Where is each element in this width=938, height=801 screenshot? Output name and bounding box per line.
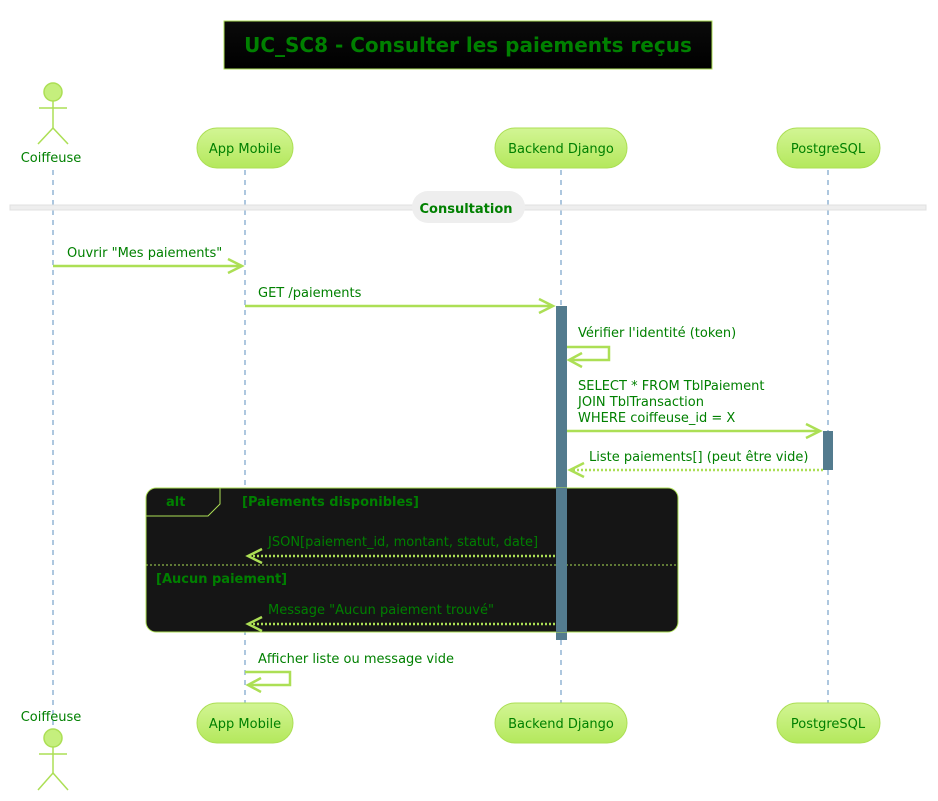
activation-db <box>823 431 833 470</box>
activation-backend-overlay <box>556 488 567 632</box>
divider-consultation: Consultation <box>9 191 927 223</box>
svg-text:Message "Aucun paiement trouvé: Message "Aucun paiement trouvé" <box>268 603 494 618</box>
svg-text:App Mobile: App Mobile <box>209 717 281 732</box>
participant-db-bottom: PostgreSQL <box>776 702 881 744</box>
svg-text:SELECT * FROM TblPaiement: SELECT * FROM TblPaiement <box>578 379 764 394</box>
message-liste-paiements: Liste paiements[] (peut être vide) <box>567 450 823 479</box>
svg-text:App Mobile: App Mobile <box>209 142 281 157</box>
title-text: UC_SC8 - Consulter les paiements reçus <box>244 33 692 57</box>
participant-coiffeuse-top: Coiffeuse <box>21 151 82 166</box>
participant-app-top: App Mobile <box>196 127 294 169</box>
svg-text:Liste paiements[] (peut être v: Liste paiements[] (peut être vide) <box>589 450 808 465</box>
diagram-title: UC_SC8 - Consulter les paiements reçus <box>223 20 713 70</box>
svg-text:Backend Django: Backend Django <box>508 717 614 732</box>
actor-head-icon-bottom <box>43 728 63 748</box>
alt-guard-1: [Paiements disponibles] <box>242 495 419 510</box>
svg-text:GET /paiements: GET /paiements <box>258 286 362 301</box>
alt-fragment: alt [Paiements disponibles] [Aucun paiem… <box>145 487 679 633</box>
message-afficher-liste: Afficher liste ou message vide <box>245 652 454 694</box>
participant-coiffeuse-bottom: Coiffeuse <box>21 710 82 725</box>
svg-text:JOIN TblTransaction: JOIN TblTransaction <box>577 395 704 410</box>
participant-backend-bottom: Backend Django <box>494 702 628 744</box>
alt-guard-2: [Aucun paiement] <box>156 572 287 587</box>
message-select-sql: SELECT * FROM TblPaiement JOIN TblTransa… <box>567 379 823 440</box>
svg-text:PostgreSQL: PostgreSQL <box>791 717 866 732</box>
actor-coiffeuse-bottom <box>37 728 69 791</box>
svg-text:Backend Django: Backend Django <box>508 142 614 157</box>
svg-text:PostgreSQL: PostgreSQL <box>791 142 866 157</box>
svg-text:JSON[paiement_id, montant, sta: JSON[paiement_id, montant, statut, date] <box>267 535 538 550</box>
participant-app-bottom: App Mobile <box>196 702 294 744</box>
actor-head-icon <box>43 82 63 102</box>
svg-text:Afficher liste ou message vide: Afficher liste ou message vide <box>258 652 454 667</box>
participant-backend-top: Backend Django <box>494 127 628 169</box>
actor-coiffeuse-top <box>37 82 69 145</box>
svg-text:Ouvrir "Mes paiements": Ouvrir "Mes paiements" <box>67 246 222 261</box>
svg-text:WHERE coiffeuse_id = X: WHERE coiffeuse_id = X <box>578 411 735 426</box>
message-get-paiements: GET /paiements <box>245 286 556 315</box>
message-aucun-paiement: Message "Aucun paiement trouvé" <box>245 603 555 633</box>
activation-backend <box>556 306 567 640</box>
svg-text:Consultation: Consultation <box>419 202 512 217</box>
alt-keyword: alt <box>166 495 185 510</box>
participant-db-top: PostgreSQL <box>776 127 881 169</box>
message-ouvrir: Ouvrir "Mes paiements" <box>53 246 245 275</box>
message-verifier-identite: Vérifier l'identité (token) <box>566 326 736 369</box>
message-json: JSON[paiement_id, montant, statut, date] <box>245 535 555 565</box>
svg-text:Vérifier l'identité (token): Vérifier l'identité (token) <box>578 326 736 341</box>
